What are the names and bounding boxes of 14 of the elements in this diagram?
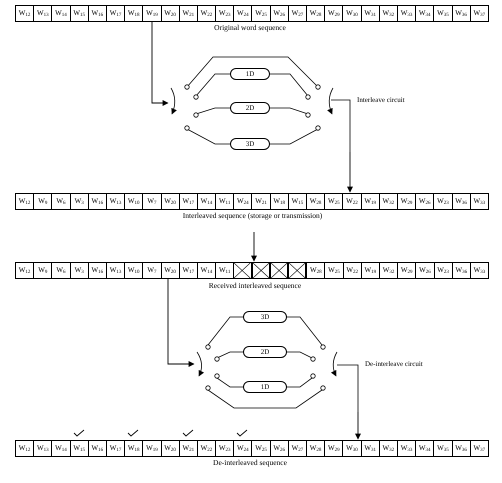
- erased-cell: [270, 262, 288, 279]
- word-sequence-row: [15, 5, 489, 22]
- word-sequence-row: [15, 262, 234, 279]
- erased-cell: [252, 262, 270, 279]
- arrow: [347, 152, 353, 193]
- word-sequence-row: [15, 440, 489, 457]
- arrow: [168, 278, 195, 367]
- arrow: [251, 232, 257, 262]
- word-sequence-row: [306, 262, 490, 279]
- arrow: [152, 22, 169, 106]
- erased-cell: [233, 262, 252, 279]
- erased-cell: [288, 262, 306, 279]
- word-sequence-row: [15, 193, 489, 210]
- arrow: [355, 412, 361, 440]
